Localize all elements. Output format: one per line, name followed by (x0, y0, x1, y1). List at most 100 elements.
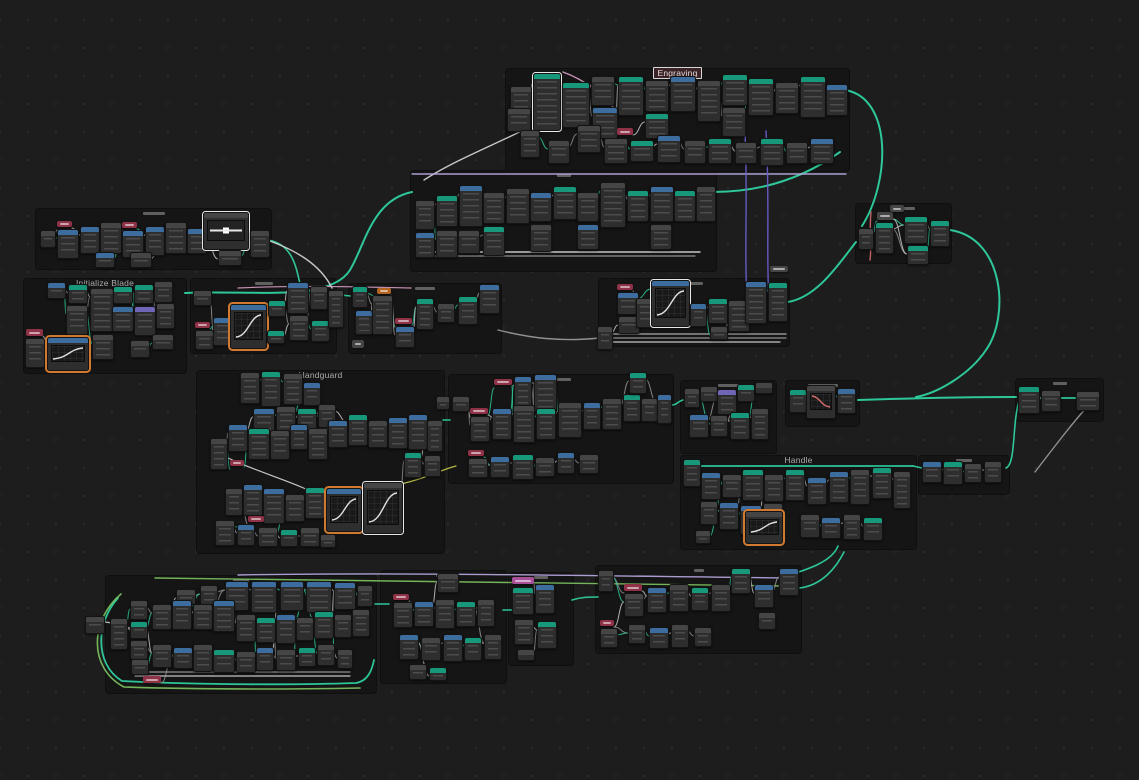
node[interactable] (669, 584, 689, 612)
node[interactable] (314, 611, 334, 639)
node[interactable] (863, 517, 883, 541)
node[interactable] (562, 82, 590, 128)
node[interactable] (113, 286, 133, 304)
node[interactable] (66, 305, 88, 335)
node[interactable] (261, 371, 281, 407)
node[interactable] (348, 414, 368, 446)
node[interactable] (535, 584, 555, 614)
node[interactable] (268, 300, 286, 317)
node[interactable] (717, 389, 737, 415)
node[interactable] (779, 568, 799, 596)
node[interactable] (837, 388, 856, 414)
node[interactable] (130, 600, 148, 620)
node[interactable] (719, 502, 739, 530)
node[interactable] (557, 452, 575, 474)
node[interactable] (483, 192, 505, 224)
node[interactable] (786, 142, 808, 164)
node[interactable] (684, 388, 700, 408)
node[interactable] (577, 192, 599, 222)
node[interactable] (328, 290, 344, 328)
node[interactable] (130, 252, 152, 268)
label-node[interactable] (600, 620, 614, 626)
node[interactable] (628, 624, 646, 644)
label-node[interactable] (470, 408, 488, 414)
node[interactable] (112, 306, 134, 332)
node[interactable] (722, 74, 748, 106)
node[interactable] (821, 517, 841, 539)
node[interactable] (694, 627, 712, 647)
node[interactable] (904, 216, 928, 244)
node[interactable] (156, 303, 175, 329)
node[interactable] (755, 382, 773, 394)
node[interactable] (512, 454, 534, 480)
node[interactable] (700, 386, 718, 402)
node[interactable] (251, 581, 277, 613)
node[interactable] (311, 320, 330, 342)
label-node[interactable] (468, 450, 484, 456)
node[interactable] (470, 416, 490, 442)
node[interactable] (427, 420, 443, 452)
node[interactable] (754, 584, 774, 608)
node[interactable] (514, 619, 534, 645)
node[interactable] (334, 582, 356, 610)
node[interactable] (483, 226, 505, 256)
label-node[interactable] (26, 329, 43, 336)
node[interactable] (701, 472, 721, 500)
node[interactable] (290, 424, 308, 450)
label-node[interactable] (352, 340, 364, 348)
node[interactable] (458, 230, 480, 254)
node[interactable] (758, 612, 776, 630)
node[interactable] (760, 138, 784, 166)
node[interactable] (735, 142, 757, 164)
node[interactable] (415, 232, 435, 258)
node[interactable] (456, 601, 476, 627)
node[interactable] (907, 245, 929, 265)
node[interactable] (517, 649, 535, 661)
label-node[interactable] (617, 284, 633, 290)
node[interactable] (536, 408, 556, 440)
node[interactable] (416, 298, 434, 330)
slider-node[interactable] (202, 211, 250, 251)
node[interactable] (100, 222, 122, 254)
node[interactable] (893, 471, 911, 509)
node[interactable] (730, 412, 750, 440)
node[interactable] (352, 609, 370, 637)
node[interactable] (850, 469, 870, 505)
node[interactable] (305, 487, 325, 519)
curve-node[interactable] (362, 481, 404, 535)
node[interactable] (328, 420, 348, 448)
curve-node[interactable] (228, 302, 269, 351)
label-node[interactable] (195, 322, 210, 328)
node[interactable] (710, 326, 728, 340)
node[interactable] (256, 647, 274, 671)
node[interactable] (193, 290, 212, 306)
node[interactable] (577, 224, 599, 250)
node[interactable] (393, 602, 413, 628)
node[interactable] (435, 599, 455, 629)
node[interactable] (708, 298, 728, 324)
node[interactable] (320, 534, 336, 548)
node[interactable] (258, 527, 278, 547)
node[interactable] (922, 461, 942, 483)
node[interactable] (1018, 386, 1040, 414)
node[interactable] (745, 281, 767, 324)
node[interactable] (530, 224, 552, 252)
node[interactable] (785, 469, 805, 501)
label-node[interactable] (248, 516, 264, 522)
node[interactable] (267, 330, 285, 344)
node[interactable] (768, 282, 788, 322)
node[interactable] (130, 640, 148, 660)
node[interactable] (800, 514, 820, 538)
node[interactable] (152, 604, 172, 630)
node[interactable] (737, 384, 755, 402)
node[interactable] (602, 398, 622, 430)
label-node[interactable] (617, 128, 633, 135)
node[interactable] (276, 649, 296, 671)
node[interactable] (193, 644, 213, 672)
node[interactable] (641, 398, 658, 422)
node[interactable] (68, 284, 88, 304)
node[interactable] (548, 140, 570, 164)
node[interactable] (388, 417, 408, 449)
node[interactable] (598, 570, 614, 592)
